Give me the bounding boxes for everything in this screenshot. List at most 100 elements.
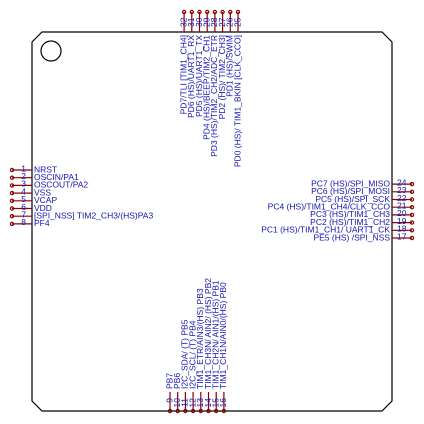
pin-number: 17	[397, 231, 407, 241]
pin-label: I2C_SDA/ (T) PB5	[180, 319, 190, 389]
pin-number: 10	[172, 398, 182, 408]
pin-number: 11	[180, 398, 190, 407]
pin-end-dot	[9, 167, 15, 173]
pin-end-dot	[409, 228, 415, 233]
pin-end-dot	[9, 213, 15, 219]
pin-end-dot	[409, 220, 415, 225]
pin-number: 31	[186, 17, 196, 27]
pin-end-dot	[9, 221, 15, 227]
pin-label: TIM1_CH2N/ AIN1/(HS) PB1	[210, 280, 220, 389]
pin-end-dot	[409, 197, 415, 202]
pin-label: PD2 (HS)/ TIM2_CH3]	[217, 35, 227, 119]
pin-label: PD5 (HS)/UART1_TX	[194, 35, 204, 117]
pin-end-dot	[409, 204, 415, 210]
pin-number: 6	[21, 202, 26, 212]
pin-end-dot	[409, 235, 415, 241]
pin-number: 20	[397, 208, 407, 218]
pin-label: PC4 (HS)/TIM1_CH4/CLK_CCO	[268, 201, 391, 211]
pin-label: PC7 (HS)/SPI_MISO	[311, 178, 390, 188]
pin-end-dot	[197, 9, 202, 15]
pin-number: 12	[187, 398, 197, 408]
pin-number: 16	[218, 398, 228, 408]
pin-label: NRST	[34, 164, 57, 174]
pin-number: 3	[21, 179, 26, 189]
pin-number: 29	[201, 17, 211, 27]
pin-end-dot	[204, 9, 210, 15]
pin-number: 1	[21, 163, 26, 173]
pin-label: PC6 (HS)/SPI_MOSI	[311, 186, 390, 196]
pin-label: TIM1_CH1N/AIN0/(HS) PB0	[218, 282, 228, 389]
pin-end-dot	[409, 181, 415, 187]
pin-end-dot	[9, 175, 15, 180]
pin-label: TIM1_ETR/AIN3/(HS) PB3	[195, 288, 205, 389]
pin-number: 5	[21, 194, 26, 204]
pin-label: PC3 (HS)/TIM1_CH3	[310, 209, 390, 219]
pin-end-dot	[175, 408, 180, 414]
pin-label: PC2 (HS)/TIM1_CH2	[310, 217, 390, 227]
pin-group: 1 NRST 2 OSCIN/PA1 3 OSCOUT/PA2 4 VSS 5 VCAP 6 VDD 7…	[9, 9, 415, 414]
pin1-orientation-mark	[40, 40, 62, 62]
pin-number: 9	[164, 398, 174, 403]
pin-end-dot	[235, 9, 241, 15]
pin-end-dot	[220, 9, 225, 15]
pin-number: 13	[195, 398, 205, 408]
pin-number: 22	[397, 193, 407, 203]
pin-end-dot	[221, 408, 227, 414]
pin-number: 23	[397, 185, 407, 195]
pin-end-dot	[9, 183, 15, 188]
pin-end-dot	[9, 206, 15, 211]
pin-label: PD0 (HS)/ TIM1_BKIN [CLK_CCO]	[232, 35, 242, 167]
pin-label: PD1 (HS)/SWIM	[225, 35, 235, 97]
pin-label: VSS	[34, 187, 51, 197]
pin-number: 7	[21, 209, 26, 219]
pin-number: 26	[225, 17, 235, 27]
pin-end-dot	[190, 408, 196, 414]
pin-number: 32	[178, 17, 188, 27]
pin-number: 30	[194, 17, 204, 27]
pin-label: I2C_SCL/ (T) PB4	[187, 320, 197, 389]
chip-body-outline	[31, 31, 393, 412]
pin-label: PD7/TLI [TIM1_CH4]	[178, 35, 188, 114]
pin-number: 19	[397, 216, 407, 226]
pin-end-dot	[183, 408, 188, 414]
pin-label: PE5 (HS) /SPI_NSS	[313, 232, 390, 242]
pin-label: PC5 (HS)/SPI_SCK	[315, 194, 390, 204]
pin-end-dot	[409, 189, 415, 194]
pin-end-dot	[181, 9, 187, 15]
pin-end-dot	[213, 408, 219, 414]
pin-number: 28	[209, 17, 219, 27]
pin-number: 24	[397, 177, 407, 187]
pin-label: VDD	[34, 203, 52, 213]
pin-number: 15	[210, 398, 220, 408]
pin-end-dot	[167, 408, 173, 414]
pin-number: 4	[21, 186, 26, 196]
pin-end-dot	[212, 9, 218, 15]
pin-number: 27	[217, 17, 227, 27]
pin-label: TIM1_CH3N/ AIN2/ (HS) PB2	[203, 278, 213, 389]
pin-label: OSCOUT/PA2	[34, 180, 88, 190]
pin-label: PB6	[172, 373, 182, 389]
pin-label: PC1 (HS)/TIM1_CH1/ UART1_CK	[261, 225, 390, 235]
pin-label: PD3 (HS)/TIM2_CH2/ADC_ETR	[209, 35, 219, 157]
pin-number: 2	[21, 171, 26, 181]
pin-label: VCAP	[34, 195, 57, 205]
pin-number: 18	[397, 224, 407, 234]
pin-end-dot	[189, 9, 194, 15]
pin-number: 14	[203, 398, 213, 408]
pin-end-dot	[9, 198, 15, 203]
pin-end-dot	[228, 9, 233, 15]
pin-end-dot	[9, 190, 15, 196]
pin-end-dot	[206, 408, 211, 414]
pin-number: 8	[21, 217, 26, 227]
pin-label: PB7	[164, 373, 174, 389]
pin-end-dot	[198, 408, 203, 414]
pin-label: [SPI_NSS] TIM2_CH3/(HS)PA3	[34, 210, 153, 220]
pin-end-dot	[409, 212, 415, 218]
pin-label: OSCIN/PA1	[34, 172, 79, 182]
pin-label: PF4	[34, 218, 50, 228]
pin-number: 21	[397, 200, 407, 210]
pin-number: 25	[232, 17, 242, 27]
pin-label: PD4 (HS)/BEEP/TIM2_CH1	[201, 35, 211, 140]
pin-label: PD6 (HS)/UART1_RX	[186, 35, 196, 118]
